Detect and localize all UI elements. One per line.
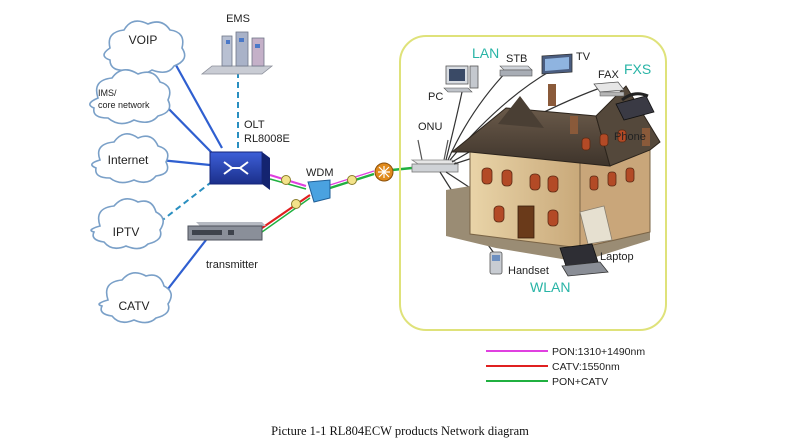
- olt-label-2: RL8008E: [244, 133, 290, 145]
- pc-label: PC: [428, 91, 443, 103]
- ims-link: [161, 101, 215, 156]
- stb-icon: STB: [499, 53, 533, 77]
- laptop-label: Laptop: [600, 251, 634, 263]
- uplink-lines: [159, 57, 239, 295]
- splitter-onu: [391, 166, 413, 172]
- pc-icon: PC: [428, 65, 479, 103]
- transmitter-label: transmitter: [206, 259, 258, 271]
- phone-label: Phone: [614, 131, 646, 143]
- internet-link: [159, 158, 211, 167]
- onu-label: ONU: [418, 121, 443, 133]
- iptv-link: [159, 179, 215, 223]
- catv-tx-wdm: [261, 194, 311, 229]
- tv-label: TV: [576, 51, 591, 63]
- wdm-label: WDM: [306, 167, 334, 179]
- connector-1: [281, 175, 291, 185]
- wlan-label: WLAN: [530, 279, 570, 295]
- handset-icon: Handset: [489, 251, 549, 277]
- ems-server: EMS: [200, 13, 274, 75]
- handset-label: Handset: [508, 265, 549, 277]
- cloud-iptv: IPTV: [90, 198, 164, 250]
- cloud-catv-label: CATV: [118, 299, 149, 313]
- house-illustration: [446, 84, 661, 262]
- catv-tx-wdm-green: [261, 197, 311, 233]
- fax-icon: FAX: [593, 69, 625, 97]
- home-zone: [399, 35, 667, 331]
- onu-device: ONU: [410, 121, 460, 173]
- fax-label: FAX: [598, 69, 619, 81]
- cloud-voip-label: VOIP: [129, 33, 158, 47]
- transmitter-device: transmitter: [187, 222, 266, 271]
- cloud-catv: CATV: [98, 272, 172, 324]
- voip-link: [171, 57, 223, 149]
- tv-icon: TV: [541, 51, 591, 75]
- cloud-voip: VOIP: [103, 20, 186, 75]
- legend-label-pon-catv: PON+CATV: [552, 376, 608, 388]
- catv-link: [163, 239, 207, 295]
- olt-device: OLT RL8008E: [209, 119, 290, 190]
- connector-3: [347, 175, 357, 185]
- olt-switch-icon: [223, 161, 249, 175]
- olt-label-1: OLT: [244, 119, 265, 131]
- lan-label: LAN: [472, 45, 499, 61]
- cloud-internet: Internet: [91, 133, 169, 184]
- legend-label-catv: CATV:1550nm: [552, 361, 620, 373]
- cloud-iptv-label: IPTV: [113, 225, 140, 239]
- legend: PON:1310+1490nm CATV:1550nm PON+CATV: [486, 346, 645, 388]
- splitter-icon: [374, 162, 394, 182]
- stb-label: STB: [506, 53, 527, 65]
- legend-label-pon: PON:1310+1490nm: [552, 346, 645, 358]
- cable-stb: [447, 69, 509, 161]
- figure-caption: Picture 1-1 RL804ECW products Network di…: [271, 424, 529, 438]
- fiber-connectors: [281, 175, 357, 209]
- laptop-icon: Laptop: [559, 243, 634, 277]
- connector-2: [291, 199, 301, 209]
- phone-icon: Phone: [614, 92, 655, 143]
- wdm-device: WDM: [306, 167, 334, 203]
- cloud-ims-label-1: IMS/: [98, 88, 117, 98]
- cable-pc: [445, 91, 463, 161]
- ems-label: EMS: [226, 13, 250, 25]
- cloud-ims: IMS/ core network: [89, 69, 171, 125]
- cloud-internet-label: Internet: [108, 153, 149, 167]
- cloud-ims-label-2: core network: [98, 100, 150, 110]
- fxs-label: FXS: [624, 61, 651, 77]
